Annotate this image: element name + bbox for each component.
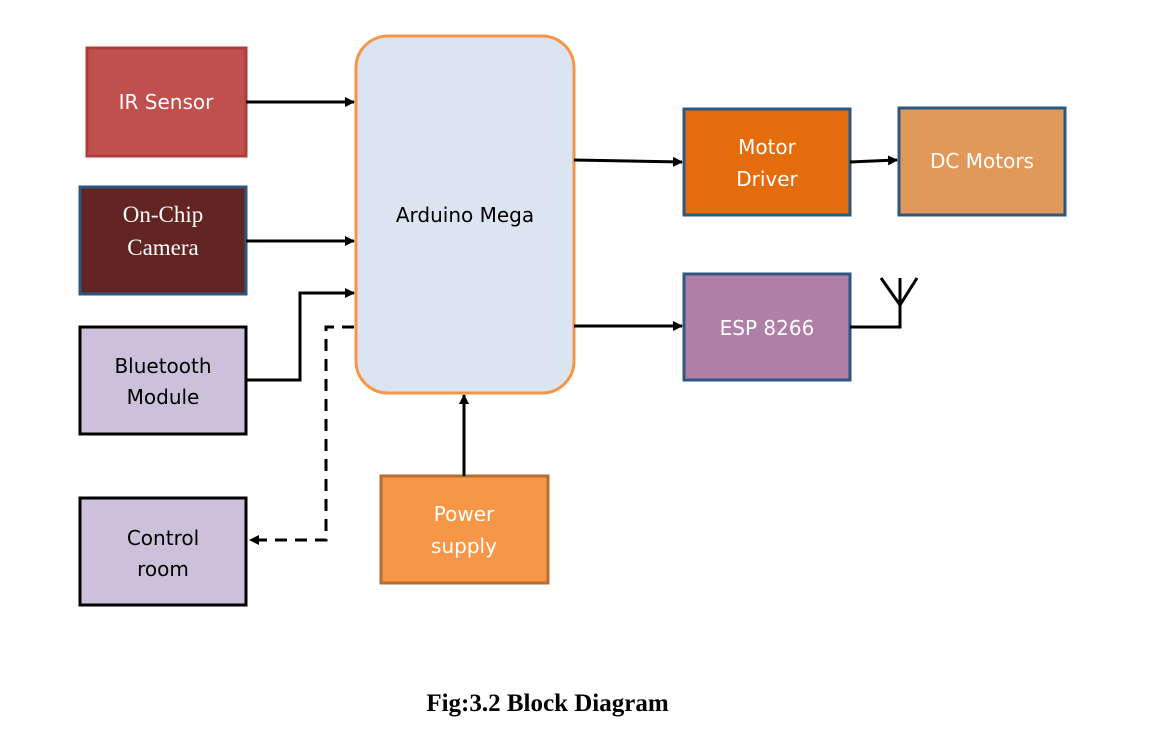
arduino-box bbox=[354, 34, 576, 395]
esp8266-label: ESP 8266 bbox=[720, 316, 815, 340]
bluetooth-block: Bluetooth Module bbox=[78, 325, 248, 436]
arduino-block: Arduino Mega bbox=[354, 34, 576, 395]
figure-caption: Fig:3.2 Block Diagram bbox=[426, 690, 669, 717]
dc-motors-label: DC Motors bbox=[930, 149, 1034, 173]
antenna-icon bbox=[850, 277, 919, 329]
motor-driver-to-dc-motors-arrow bbox=[849, 155, 898, 166]
bluetooth-to-arduino-arrow bbox=[246, 288, 355, 382]
power-supply-block: Power supply bbox=[379, 474, 550, 585]
power-supply-label-line2: supply bbox=[431, 534, 497, 558]
control-room-box bbox=[78, 496, 248, 607]
motor-driver-box bbox=[682, 107, 852, 217]
dc-motors-box bbox=[897, 106, 1067, 217]
arduino-control-room-dashed-link bbox=[249, 325, 354, 545]
connectors bbox=[246, 97, 898, 545]
bluetooth-box bbox=[78, 325, 248, 436]
control-room-label-line2: room bbox=[137, 557, 189, 581]
arduino-label: Arduino Mega bbox=[396, 203, 534, 227]
camera-label-line2: Camera bbox=[127, 235, 199, 260]
bluetooth-label-line2: Module bbox=[127, 385, 200, 409]
bluetooth-label-line1: Bluetooth bbox=[114, 354, 211, 378]
power-supply-label-line1: Power bbox=[434, 502, 495, 526]
arduino-to-motor-driver-arrow bbox=[573, 156, 683, 167]
esp8266-box bbox=[682, 272, 852, 382]
motor-driver-label-line2: Driver bbox=[736, 167, 798, 191]
ir-sensor-label: IR Sensor bbox=[119, 90, 214, 114]
camera-block: On-Chip Camera bbox=[78, 185, 248, 296]
control-room-block: Control room bbox=[78, 496, 248, 607]
camera-box bbox=[78, 185, 248, 296]
camera-label-line1: On-Chip bbox=[123, 202, 204, 227]
ir-sensor-block: IR Sensor bbox=[85, 46, 248, 158]
ir-sensor-box bbox=[85, 46, 248, 158]
motor-driver-block: Motor Driver bbox=[682, 107, 852, 217]
power-supply-box bbox=[379, 474, 550, 585]
control-room-label-line1: Control bbox=[127, 526, 199, 550]
motor-driver-label-line1: Motor bbox=[738, 135, 797, 159]
dc-motors-block: DC Motors bbox=[897, 106, 1067, 217]
esp8266-block: ESP 8266 bbox=[682, 272, 852, 382]
